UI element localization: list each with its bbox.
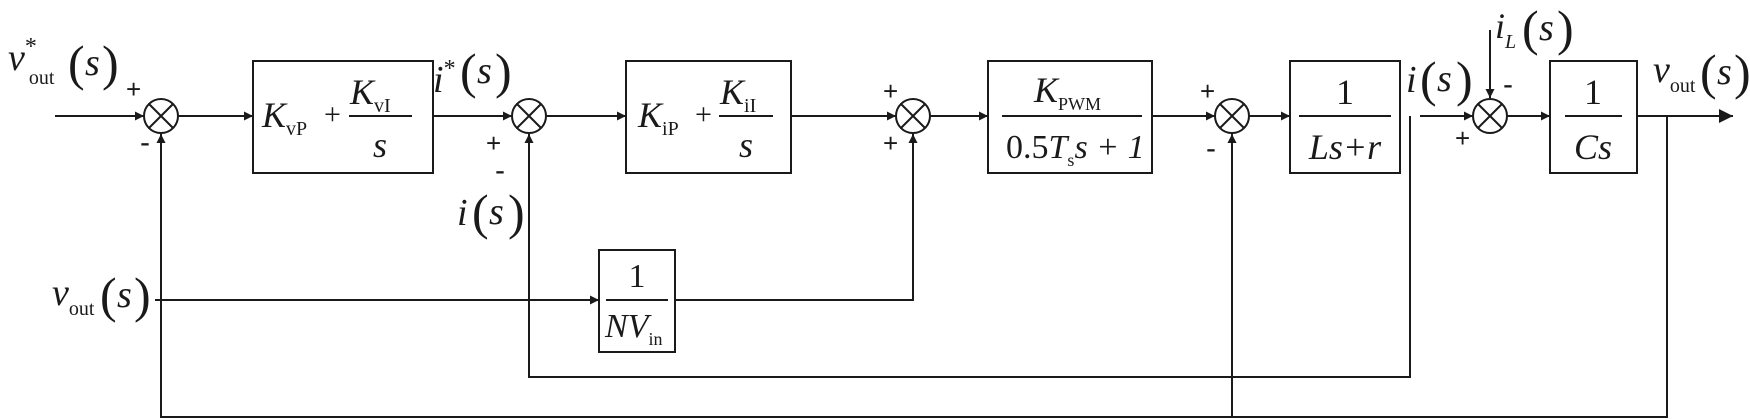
svg-text:): ) <box>1734 44 1750 100</box>
svg-text:(: ( <box>472 184 489 240</box>
sign-sum3-in: + <box>883 76 898 106</box>
svg-text:): ) <box>1456 51 1473 107</box>
svg-text:vout: vout <box>1653 49 1696 97</box>
sign-sum2-fb: - <box>495 154 505 187</box>
svg-text:NVin: NVin <box>604 308 662 349</box>
svg-text:0.5Tss + 1: 0.5Tss + 1 <box>1006 129 1145 170</box>
svg-text:s: s <box>1539 7 1554 49</box>
svg-text:(: ( <box>1700 44 1717 100</box>
label-v-ref: v*out ( s ) <box>8 34 119 91</box>
summing-junction-1 <box>143 98 179 134</box>
svg-text:): ) <box>1557 0 1574 56</box>
svg-text:): ) <box>102 35 119 91</box>
svg-text:1: 1 <box>1584 72 1602 112</box>
capacitor-block: 1 Cs <box>1549 60 1638 174</box>
label-v-out-feedforward: vout ( s ) <box>52 267 151 323</box>
wire-feedforward-to-sum3 <box>675 134 918 301</box>
svg-text:s: s <box>373 125 387 165</box>
svg-text:s: s <box>1717 51 1732 93</box>
svg-text:): ) <box>495 43 512 99</box>
wire-voltage-feedback <box>156 116 1668 418</box>
svg-text:s: s <box>1437 58 1452 100</box>
sign-sum2-in: + <box>486 128 501 158</box>
summing-junction-3 <box>895 98 931 134</box>
svg-text:s: s <box>85 42 100 84</box>
signal-wires <box>55 30 1733 418</box>
svg-text:i: i <box>1406 59 1417 101</box>
sign-sum4-fb: - <box>1206 132 1216 165</box>
svg-text:s: s <box>489 191 504 233</box>
feedforward-block: 1 NVin <box>598 249 676 353</box>
svg-text:(: ( <box>1420 51 1437 107</box>
svg-text:): ) <box>134 267 151 323</box>
label-v-out: vout ( s ) <box>1653 44 1750 100</box>
junction-signs: + - + - + + + - + - <box>126 68 1513 187</box>
svg-text:KvP: KvP <box>261 95 307 140</box>
svg-text:(: ( <box>1522 0 1539 56</box>
label-i-output: i ( s ) <box>1406 51 1473 107</box>
voltage-pi-block: KvP + KvI s <box>252 60 434 174</box>
svg-text:): ) <box>508 184 525 240</box>
svg-text:(: ( <box>68 35 85 91</box>
svg-text:+: + <box>695 98 712 131</box>
pwm-block: KPWM 0.5Tss + 1 <box>987 60 1153 174</box>
svg-text:KPWM: KPWM <box>1033 70 1101 114</box>
label-i-load: iL ( s ) <box>1495 0 1574 56</box>
label-i-feedback: i ( s ) <box>457 184 525 240</box>
sign-sum1-fb: - <box>140 126 150 159</box>
svg-text:1: 1 <box>1336 72 1354 112</box>
svg-text:s: s <box>117 274 132 316</box>
sign-sum1-in: + <box>126 74 141 104</box>
summing-junction-2 <box>511 98 547 134</box>
svg-text:KiI: KiI <box>719 72 756 117</box>
sign-sum3-ff: + <box>883 128 898 158</box>
svg-text:(: ( <box>460 43 477 99</box>
current-pi-block: KiP + KiI s <box>625 60 792 174</box>
svg-text:v*out: v*out <box>8 34 55 89</box>
svg-text:vout: vout <box>52 272 95 320</box>
svg-text:Cs: Cs <box>1574 127 1612 167</box>
inductor-block: 1 Ls+r <box>1289 60 1401 174</box>
svg-text:s: s <box>739 125 753 165</box>
svg-text:KiP: KiP <box>637 95 679 140</box>
label-i-ref: i* ( s ) <box>433 43 512 101</box>
wire-current-feedback <box>524 116 1411 378</box>
svg-text:iL: iL <box>1495 6 1516 53</box>
svg-text:KvI: KvI <box>349 72 391 117</box>
svg-text:i*: i* <box>433 56 456 101</box>
svg-text:+: + <box>324 98 341 131</box>
sign-sum5-load: - <box>1503 68 1513 101</box>
summing-junction-4 <box>1214 98 1250 134</box>
svg-text:i: i <box>457 192 468 234</box>
sign-sum5-in: + <box>1455 123 1470 153</box>
svg-text:Ls+r: Ls+r <box>1308 127 1382 167</box>
svg-text:(: ( <box>100 267 117 323</box>
svg-text:s: s <box>477 50 492 92</box>
summing-junction-5 <box>1472 98 1508 134</box>
svg-text:1: 1 <box>629 258 646 295</box>
sign-sum4-in: + <box>1200 76 1215 106</box>
